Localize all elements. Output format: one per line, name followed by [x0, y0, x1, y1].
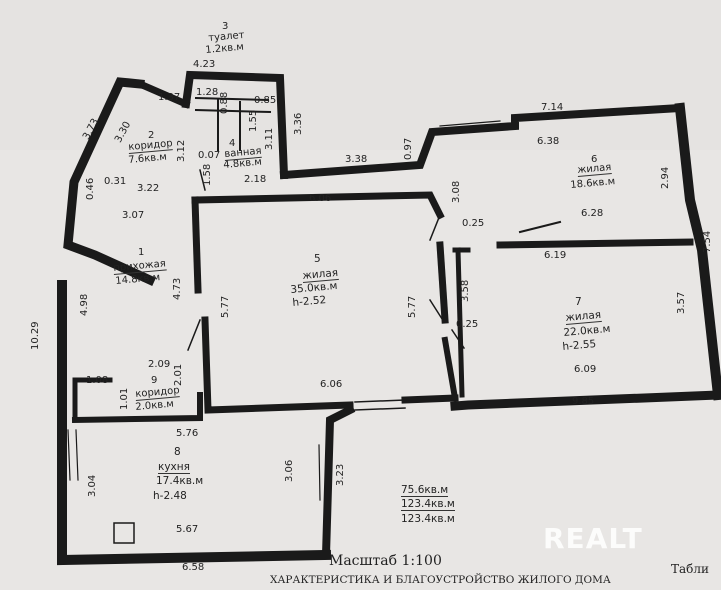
- dim-label: 2.94: [660, 166, 671, 189]
- dim-label: 3.06: [284, 459, 295, 482]
- dim-label: 7.54: [702, 230, 713, 253]
- dim-label: 6.19: [544, 250, 567, 261]
- dim-label: 9.85: [572, 396, 595, 407]
- living-area-total: 75.6кв.м: [401, 484, 449, 497]
- dim-label: 2.09: [148, 359, 171, 370]
- dim-label: 0.85: [254, 95, 277, 106]
- room-5-number: 5: [314, 253, 321, 265]
- dim-label: 6.06: [320, 379, 343, 390]
- room-9-number: 9: [151, 375, 158, 386]
- wall-left-lower: [57, 280, 332, 566]
- room-7-height: h-2.55: [561, 338, 597, 353]
- dim-label: 3.38: [345, 154, 368, 165]
- dim-label: 6.58: [182, 562, 205, 573]
- total-area: 123.4кв.м: [401, 498, 455, 511]
- dim-label: 1.58: [202, 163, 213, 186]
- dim-label: 5.77: [407, 295, 418, 318]
- dim-label: 5.76: [176, 428, 199, 439]
- dim-label: 3.12: [176, 139, 187, 162]
- room-8-area: 17.4кв.м: [156, 475, 204, 487]
- dim-label: 0.46: [85, 177, 96, 200]
- wall-top: [279, 103, 685, 180]
- wall-angled: [135, 79, 191, 109]
- room-6-number: 6: [591, 154, 598, 165]
- footer-title: ХАРАКТЕРИСТИКА И БЛАГОУСТРОЙСТВО ЖИЛОГО …: [270, 574, 611, 586]
- dim-label: 10.29: [30, 321, 41, 350]
- dim-label: 0.31: [104, 176, 127, 187]
- room-8-name: кухня: [158, 461, 190, 474]
- dim-label: 0.25: [462, 218, 485, 229]
- room-3-number: 3: [222, 21, 229, 32]
- total-area-2: 123.4кв.м: [401, 513, 455, 525]
- wall-bottom-right: [450, 390, 721, 411]
- dim-label: 3.36: [293, 112, 304, 135]
- room-1-number: 1: [138, 247, 145, 258]
- wall-outer: [63, 77, 156, 286]
- dim-label: 0.97: [403, 137, 414, 160]
- dim-label: 4.98: [79, 293, 90, 316]
- dim-label: 3.04: [87, 474, 98, 497]
- dim-label: 5.77: [220, 295, 231, 318]
- dim-label: 1.01: [119, 387, 130, 410]
- dim-label: 2.01: [173, 363, 184, 386]
- dim-label: 6.09: [574, 364, 597, 375]
- dim-label: 1.37: [158, 92, 181, 103]
- dim-label: 6.38: [537, 136, 560, 147]
- dim-label: 3.11: [264, 127, 275, 150]
- dim-label: 7.14: [541, 102, 564, 113]
- room-8-height: h-2.48: [153, 490, 187, 502]
- wall-wc: [181, 70, 289, 180]
- dim-label: 4.23: [193, 59, 216, 70]
- dim-label: 0.88: [219, 91, 230, 114]
- dim-label: 5.67: [176, 524, 199, 535]
- dim-label: 1.08: [86, 375, 109, 386]
- dim-label: 4.73: [172, 277, 183, 300]
- dim-label: 6.06: [309, 193, 332, 204]
- room-7-number: 7: [575, 296, 582, 308]
- dim-label: 3.08: [451, 180, 462, 203]
- dim-label: 1.55: [248, 109, 259, 132]
- room-8-number: 8: [174, 446, 181, 458]
- dim-label: 3.57: [676, 291, 687, 314]
- room-5-height: h-2.52: [291, 294, 327, 309]
- scale-label: Масштаб 1:100: [329, 553, 442, 569]
- footer-right: Табли: [671, 562, 710, 576]
- dim-label: 0.25: [456, 319, 479, 330]
- wall-right: [674, 102, 721, 401]
- dim-label: 1.28: [196, 87, 219, 98]
- dim-label: 3.07: [122, 210, 145, 221]
- dim-label: 3.23: [335, 463, 346, 486]
- wall-room5: [191, 191, 445, 220]
- realt-watermark: REALT: [543, 522, 643, 555]
- dim-label: 3.22: [137, 183, 160, 194]
- dim-label: 3.58: [460, 279, 471, 302]
- dim-label: 6.28: [581, 208, 604, 219]
- room-4-number: 4: [229, 138, 236, 149]
- dim-label: 2.18: [244, 174, 267, 185]
- room-2-number: 2: [148, 130, 155, 141]
- dim-label: 0.07: [198, 150, 221, 161]
